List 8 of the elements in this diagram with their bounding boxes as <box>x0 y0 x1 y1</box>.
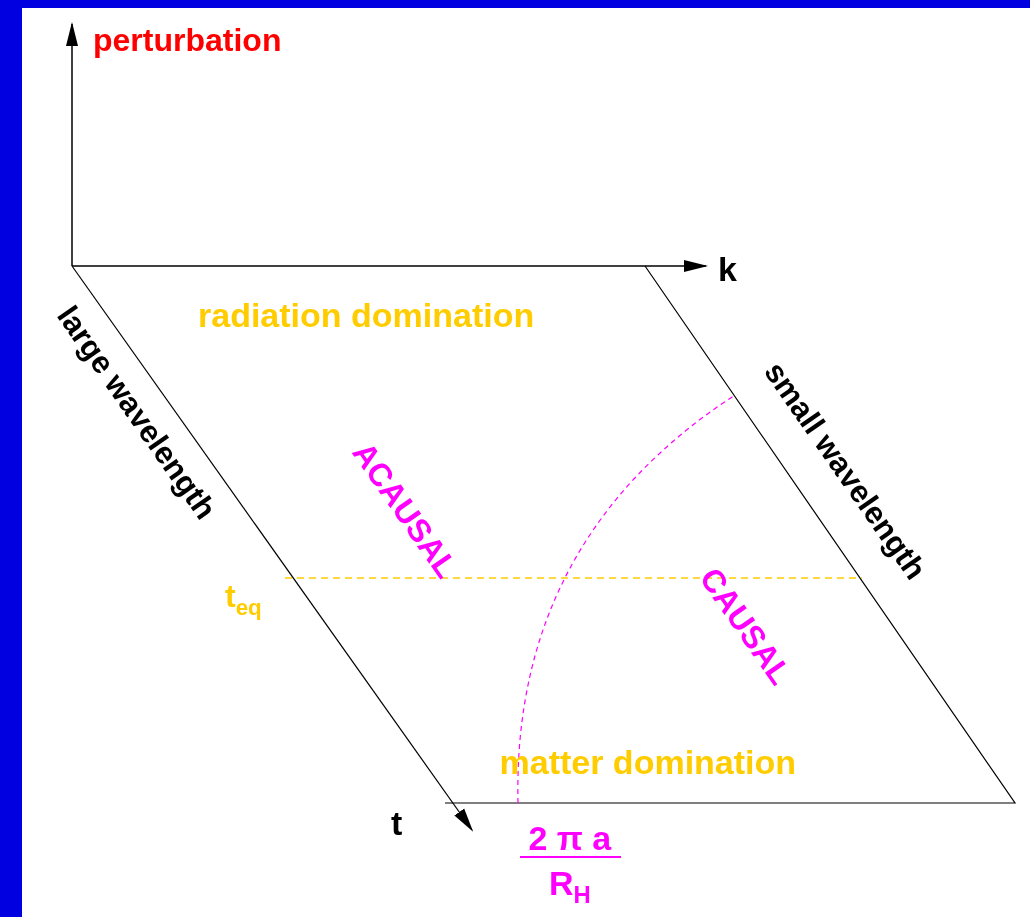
fraction-numerator: 2 π a <box>528 821 612 855</box>
axis-label: perturbation <box>93 24 282 56</box>
region-label: matter domination <box>499 745 797 779</box>
region-label: radiation domination <box>198 298 535 332</box>
axis-label: t <box>391 806 403 840</box>
time-label: t$_{eq}$ <box>225 580 262 620</box>
axis-label: k <box>718 252 737 286</box>
fraction-denominator: R$_{H}$ <box>549 865 591 907</box>
